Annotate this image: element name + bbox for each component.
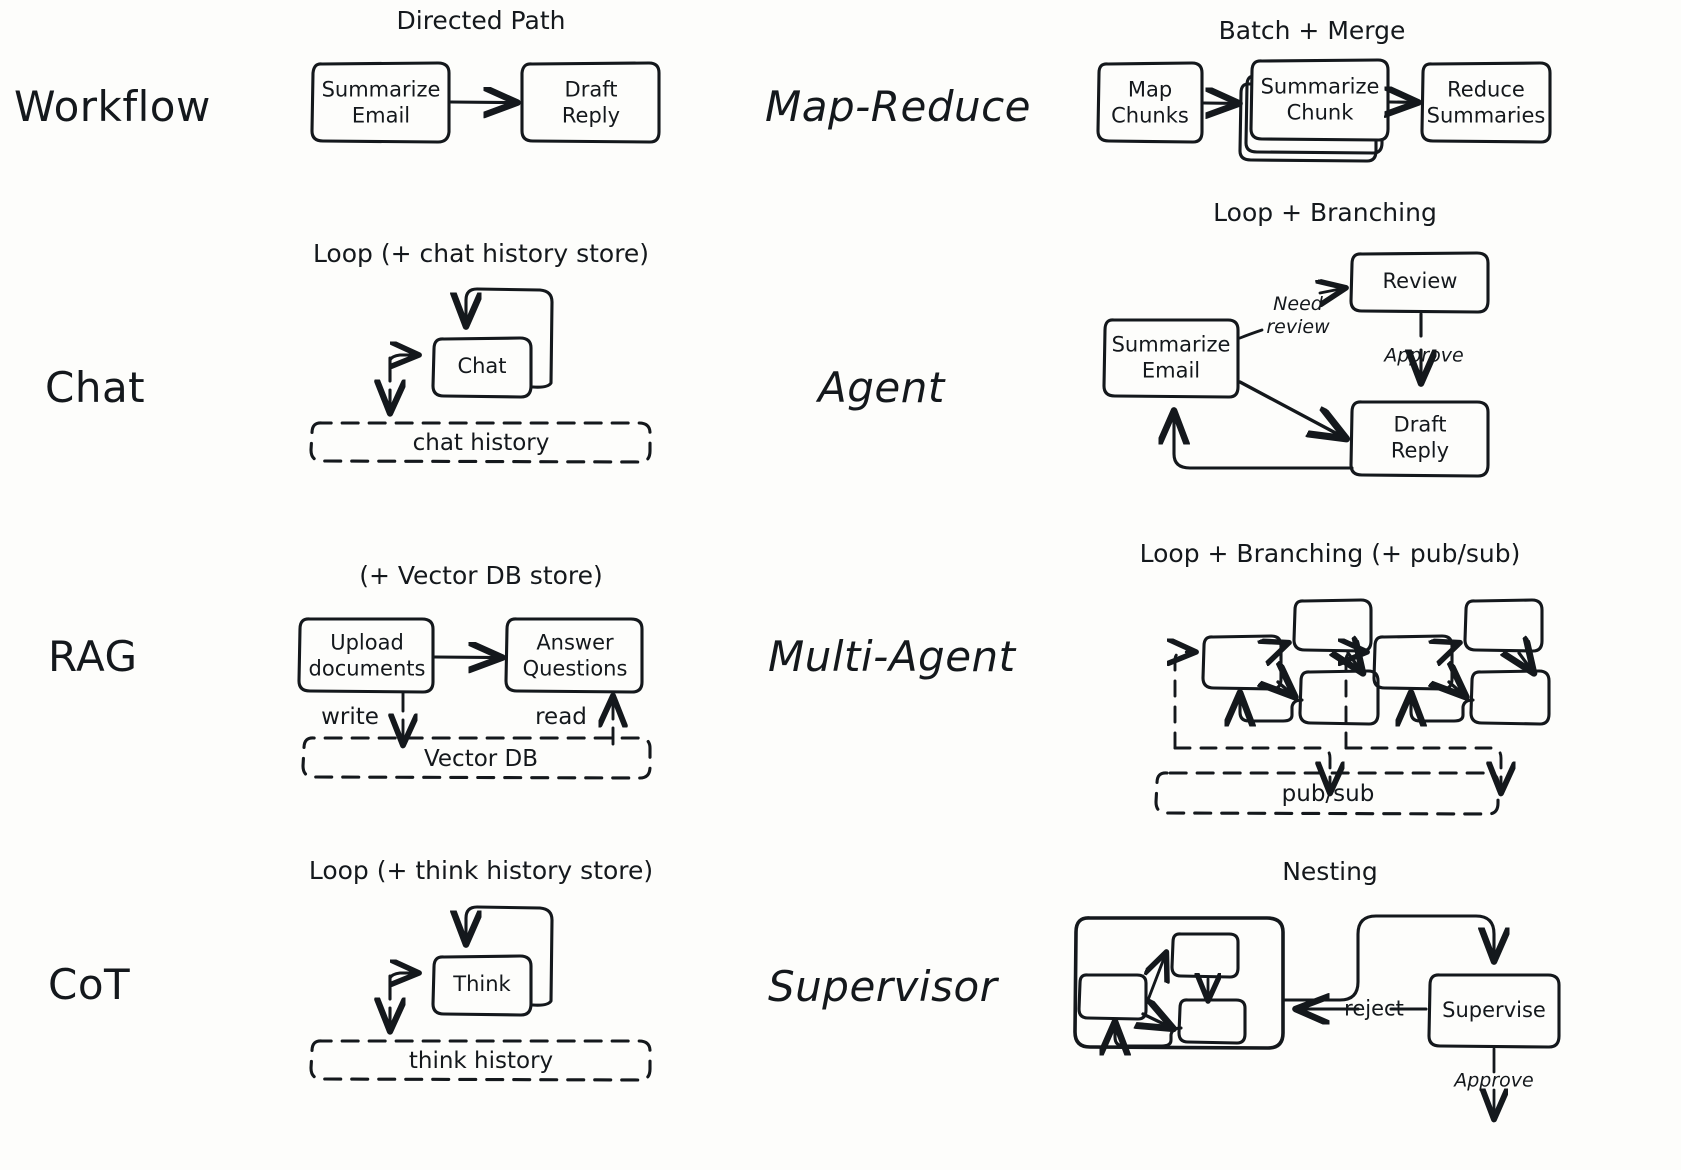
multiagent-b-dashed-out xyxy=(1344,746,1501,792)
workflow-edge-1 xyxy=(449,102,516,103)
multiagent-a-node-3[interactable] xyxy=(1298,669,1380,726)
store-label-vector-db: Vector DB xyxy=(423,746,539,772)
supervisor-nested-edge-1-2 xyxy=(1148,953,1166,1002)
rag-edge-1 xyxy=(433,657,501,658)
chat-store-in-edge xyxy=(388,355,418,360)
multiagent-a-edge-3-1 xyxy=(1240,694,1304,721)
cot-store-think-history[interactable] xyxy=(309,1039,652,1082)
chat-node-chat[interactable] xyxy=(431,336,533,399)
write-label: write xyxy=(321,704,379,731)
rag-node-answer-questions[interactable] xyxy=(504,617,644,694)
chat-self-loop xyxy=(466,287,554,389)
agent-node-review[interactable] xyxy=(1349,251,1490,314)
multiagent-a-edge-1-3 xyxy=(1278,682,1294,696)
mapreduce-node-map-chunks[interactable] xyxy=(1096,61,1204,144)
supervisor-nested-edge-1-3 xyxy=(1143,1014,1172,1028)
multiagent-b-dashed-in xyxy=(1346,652,1366,750)
approve-label: Approve xyxy=(1384,344,1464,367)
cot-node-think[interactable] xyxy=(431,954,533,1017)
multiagent-a-edge-1-2 xyxy=(1283,643,1288,645)
supervisor-nested-node-1[interactable] xyxy=(1077,973,1148,1021)
chat-store-chat-history[interactable] xyxy=(309,421,652,464)
caption-loop-branching-pubsub: Loop + Branching (+ pub/sub) xyxy=(1139,539,1521,568)
multiagent-b-node-1[interactable] xyxy=(1372,634,1454,691)
row-label-cot: CoT xyxy=(48,960,131,1009)
supervisor-approve-label: Approve xyxy=(1454,1069,1534,1092)
reject-label: reject xyxy=(1344,996,1404,1021)
multiagent-store-pubsub[interactable] xyxy=(1154,771,1500,816)
need-review-label: Need review xyxy=(1266,293,1330,338)
supervisor-nested-node-3[interactable] xyxy=(1177,998,1247,1045)
multiagent-b-node-2[interactable] xyxy=(1463,598,1544,653)
row-label-multi-agent: Multi-Agent xyxy=(768,632,1016,681)
multiagent-a-edge-2-3 xyxy=(1348,653,1362,672)
caption-batch-merge: Batch + Merge xyxy=(1218,16,1406,45)
multiagent-b-edge-1-3 xyxy=(1449,682,1465,696)
cot-self-loop xyxy=(466,905,554,1007)
caption-loop-branching: Loop + Branching xyxy=(1213,198,1437,227)
agent-edge-to-draft xyxy=(1238,380,1345,438)
caption-vector-db-store: (+ Vector DB store) xyxy=(359,561,603,590)
row-label-map-reduce: Map-Reduce xyxy=(765,82,1032,131)
row-label-agent: Agent xyxy=(818,363,945,412)
agent-node-summarize-email[interactable] xyxy=(1102,318,1240,399)
store-label-think-history: think history xyxy=(408,1048,554,1074)
caption-loop-think-history: Loop (+ think history store) xyxy=(308,856,654,885)
agent-node-draft-reply[interactable] xyxy=(1349,400,1490,478)
mapreduce-node-reduce-summaries[interactable] xyxy=(1420,61,1552,144)
store-label-pubsub: pub/sub xyxy=(1281,781,1375,807)
row-label-supervisor: Supervisor xyxy=(768,962,998,1011)
multiagent-a-dashed-in xyxy=(1175,652,1195,750)
supervisor-node-supervise[interactable] xyxy=(1427,973,1561,1049)
agent-edge-loop-back xyxy=(1174,412,1354,470)
supervisor-edge-to-supervise xyxy=(1283,914,1494,1002)
multiagent-b-node-3[interactable] xyxy=(1469,669,1551,726)
multiagent-b-edge-1-2 xyxy=(1454,643,1459,645)
multiagent-b-edge-3-1 xyxy=(1411,694,1475,721)
supervisor-nested-edge-3-1 xyxy=(1115,1023,1183,1046)
supervisor-nested-node-2[interactable] xyxy=(1170,932,1240,979)
row-label-chat: Chat xyxy=(45,363,146,412)
rag-node-upload-documents[interactable] xyxy=(297,617,435,694)
workflow-node-summarize-email[interactable] xyxy=(310,61,451,144)
caption-loop-chat-history: Loop (+ chat history store) xyxy=(312,239,650,268)
caption-directed-path: Directed Path xyxy=(396,6,566,35)
multiagent-a-node-2[interactable] xyxy=(1292,598,1373,653)
mapreduce-node-summarize-chunk[interactable] xyxy=(1238,58,1390,163)
store-label-chat-history: chat history xyxy=(412,430,550,456)
cot-store-in-edge xyxy=(388,973,418,978)
agent-edge-to-review xyxy=(1320,288,1345,293)
row-label-workflow: Workflow xyxy=(14,82,211,131)
multiagent-a-node-1[interactable] xyxy=(1201,634,1283,691)
caption-nesting: Nesting xyxy=(1282,857,1378,886)
read-label: read xyxy=(535,704,587,731)
multiagent-b-edge-2-3 xyxy=(1519,653,1533,672)
workflow-node-draft-reply[interactable] xyxy=(520,61,661,144)
agent-edge-need-review xyxy=(1238,328,1264,340)
multiagent-a-dashed-out xyxy=(1173,746,1330,792)
row-label-rag: RAG xyxy=(48,632,138,681)
rag-store-vector-db[interactable] xyxy=(301,736,652,780)
